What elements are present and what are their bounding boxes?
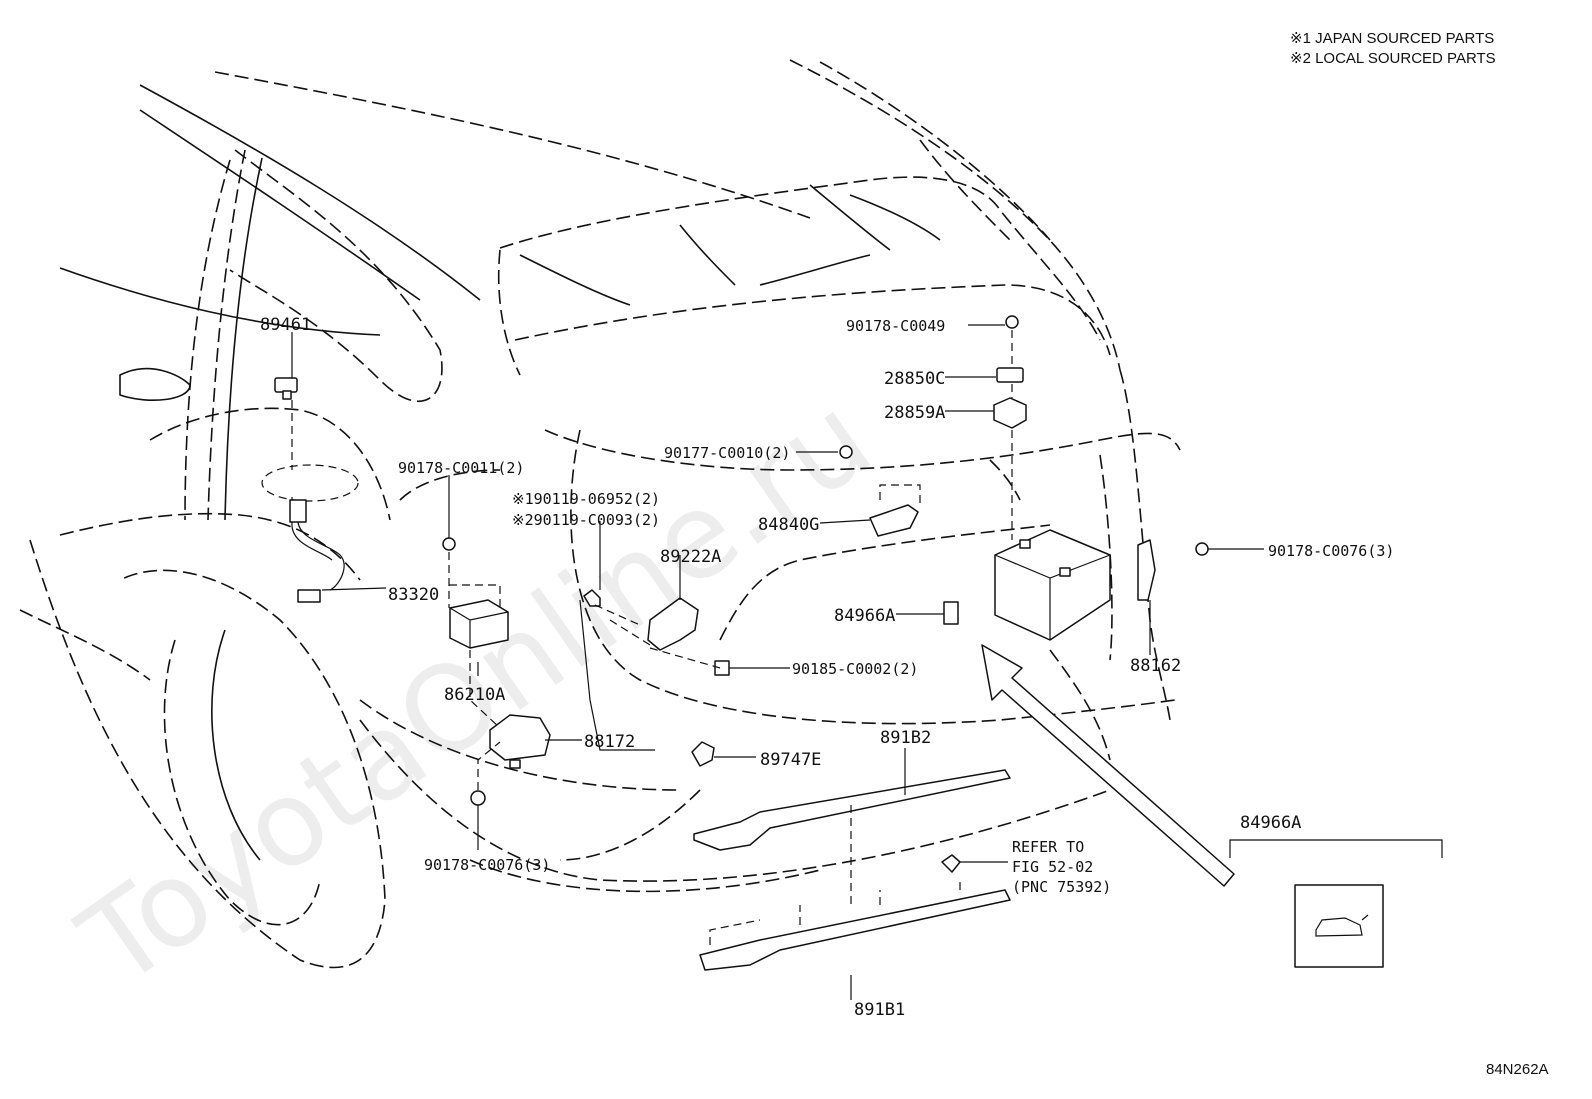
battery xyxy=(994,529,1111,641)
label-90185-c0002: 90185-C0002(2) xyxy=(792,660,918,678)
label-891b1: 891B1 xyxy=(854,1000,905,1020)
label-86210a: 86210A xyxy=(444,685,505,705)
label-84966a-detail: 84966A xyxy=(1240,813,1301,833)
callout-arrow xyxy=(981,644,1235,887)
label-90177-c0010: 90177-C0010(2) xyxy=(664,444,790,462)
part-84840g-switch xyxy=(869,504,919,537)
part-89461-sensor xyxy=(274,377,298,400)
label-90119-06952: ※190119-06952(2) xyxy=(512,490,660,508)
part-28850c-relay xyxy=(996,367,1024,383)
label-28850c: 28850C xyxy=(884,369,945,389)
part-83320-harness xyxy=(289,499,345,603)
part-labels: ※1 JAPAN SOURCED PARTS ※2 LOCAL SOURCED … xyxy=(260,30,1549,1078)
part-28859a-bracket xyxy=(993,397,1027,429)
part-89222a-bracket xyxy=(647,597,699,651)
label-89461: 89461 xyxy=(260,315,311,335)
label-89222a: 89222A xyxy=(660,547,721,567)
label-88162: 88162 xyxy=(1130,656,1181,676)
part-refer-sensor xyxy=(941,854,961,873)
figure-code: 84N262A xyxy=(1486,1061,1549,1078)
part-88172-sensor xyxy=(489,714,551,769)
leader-lines xyxy=(291,324,1264,1000)
label-89747e: 89747E xyxy=(760,750,821,770)
note-japan-sourced: ※1 JAPAN SOURCED PARTS xyxy=(1290,30,1494,47)
label-28859a: 28859A xyxy=(884,403,945,423)
connection-lines xyxy=(291,330,1013,945)
part-88162-sensor xyxy=(1137,539,1156,601)
part-84966a-switch xyxy=(943,601,959,625)
part-891b1-wire xyxy=(699,889,1011,971)
label-90119-c0093: ※290119-C0093(2) xyxy=(512,511,660,529)
label-90178-c0049: 90178-C0049 xyxy=(846,317,945,335)
label-90178-c0076-left: 90178-C0076(3) xyxy=(424,856,550,874)
clips-nuts xyxy=(442,315,1209,806)
part-86210a-module xyxy=(449,599,509,649)
label-84966a: 84966A xyxy=(834,606,895,626)
label-90178-c0076-right: 90178-C0076(3) xyxy=(1268,542,1394,560)
label-891b2: 891B2 xyxy=(880,728,931,748)
detail-inset xyxy=(1229,839,1443,968)
note-local-sourced: ※2 LOCAL SOURCED PARTS xyxy=(1290,50,1496,67)
part-891b2-wire xyxy=(693,769,1011,851)
label-refer-line2: FIG 52-02 xyxy=(1012,858,1093,876)
label-refer-line3: (PNC 75392) xyxy=(1012,878,1111,896)
part-89747e-sensor xyxy=(691,741,715,767)
label-88172: 88172 xyxy=(584,732,635,752)
label-83320: 83320 xyxy=(388,585,439,605)
vehicle-outline xyxy=(19,59,1181,969)
label-90178-c0011: 90178-C0011(2) xyxy=(398,459,524,477)
label-refer-line1: REFER TO xyxy=(1012,838,1084,856)
label-84840g: 84840G xyxy=(758,515,819,535)
